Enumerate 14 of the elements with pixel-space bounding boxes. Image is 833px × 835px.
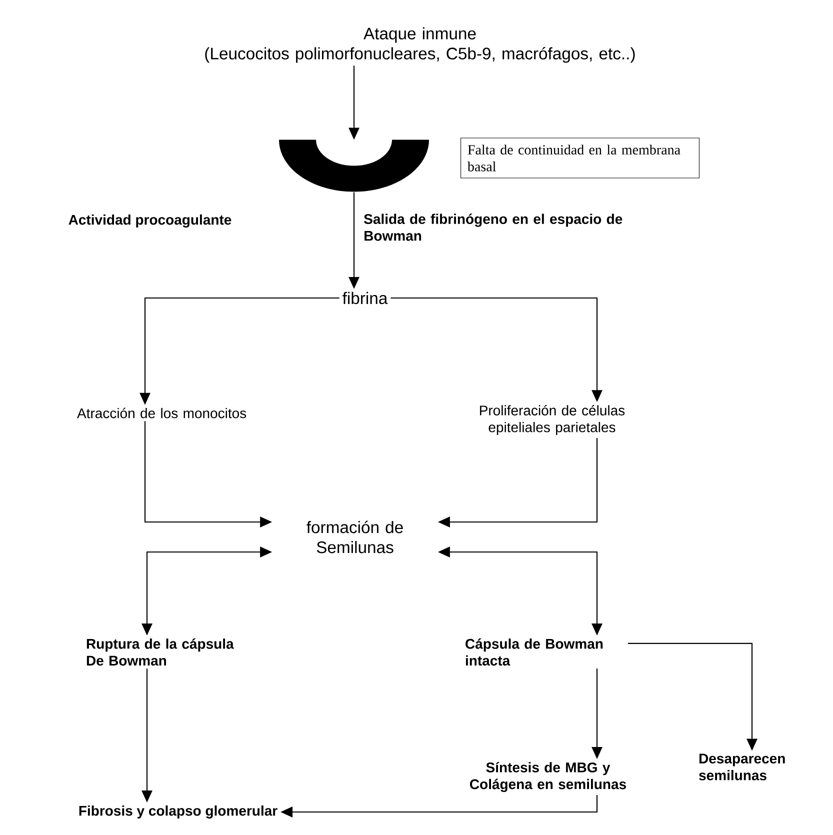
step-text: Fibrosis y colapso glomerular [79,805,278,819]
step-text: fibrina [342,292,388,304]
step-text: Ruptura de la cápsula De Bowman [86,638,234,666]
step-text: Síntesis de MBG y Colágena en semilunas [470,762,626,792]
membrane-drawing [279,140,429,192]
step-text: Atracción de los monocitos [77,408,246,418]
note-box: Falta de continuidad en la membrana basal [460,138,700,178]
step-text: formación de Semilunas [306,520,403,554]
edge-label: Salida de fibrinógeno en el espacio de Bowman [364,214,622,241]
step-text: Proliferación de células epiteliales parietales [480,405,625,436]
step-text: Cápsula de Bowman intacta [466,638,603,666]
heading-text: Ataque inmune (Leucocitos polimorfonucleares, C5b-9, macrófagos, etc..) [205,27,635,63]
step-text: Desaparecen semilunas [699,754,785,780]
annotation-text: Actividad procoagulante [68,214,232,228]
